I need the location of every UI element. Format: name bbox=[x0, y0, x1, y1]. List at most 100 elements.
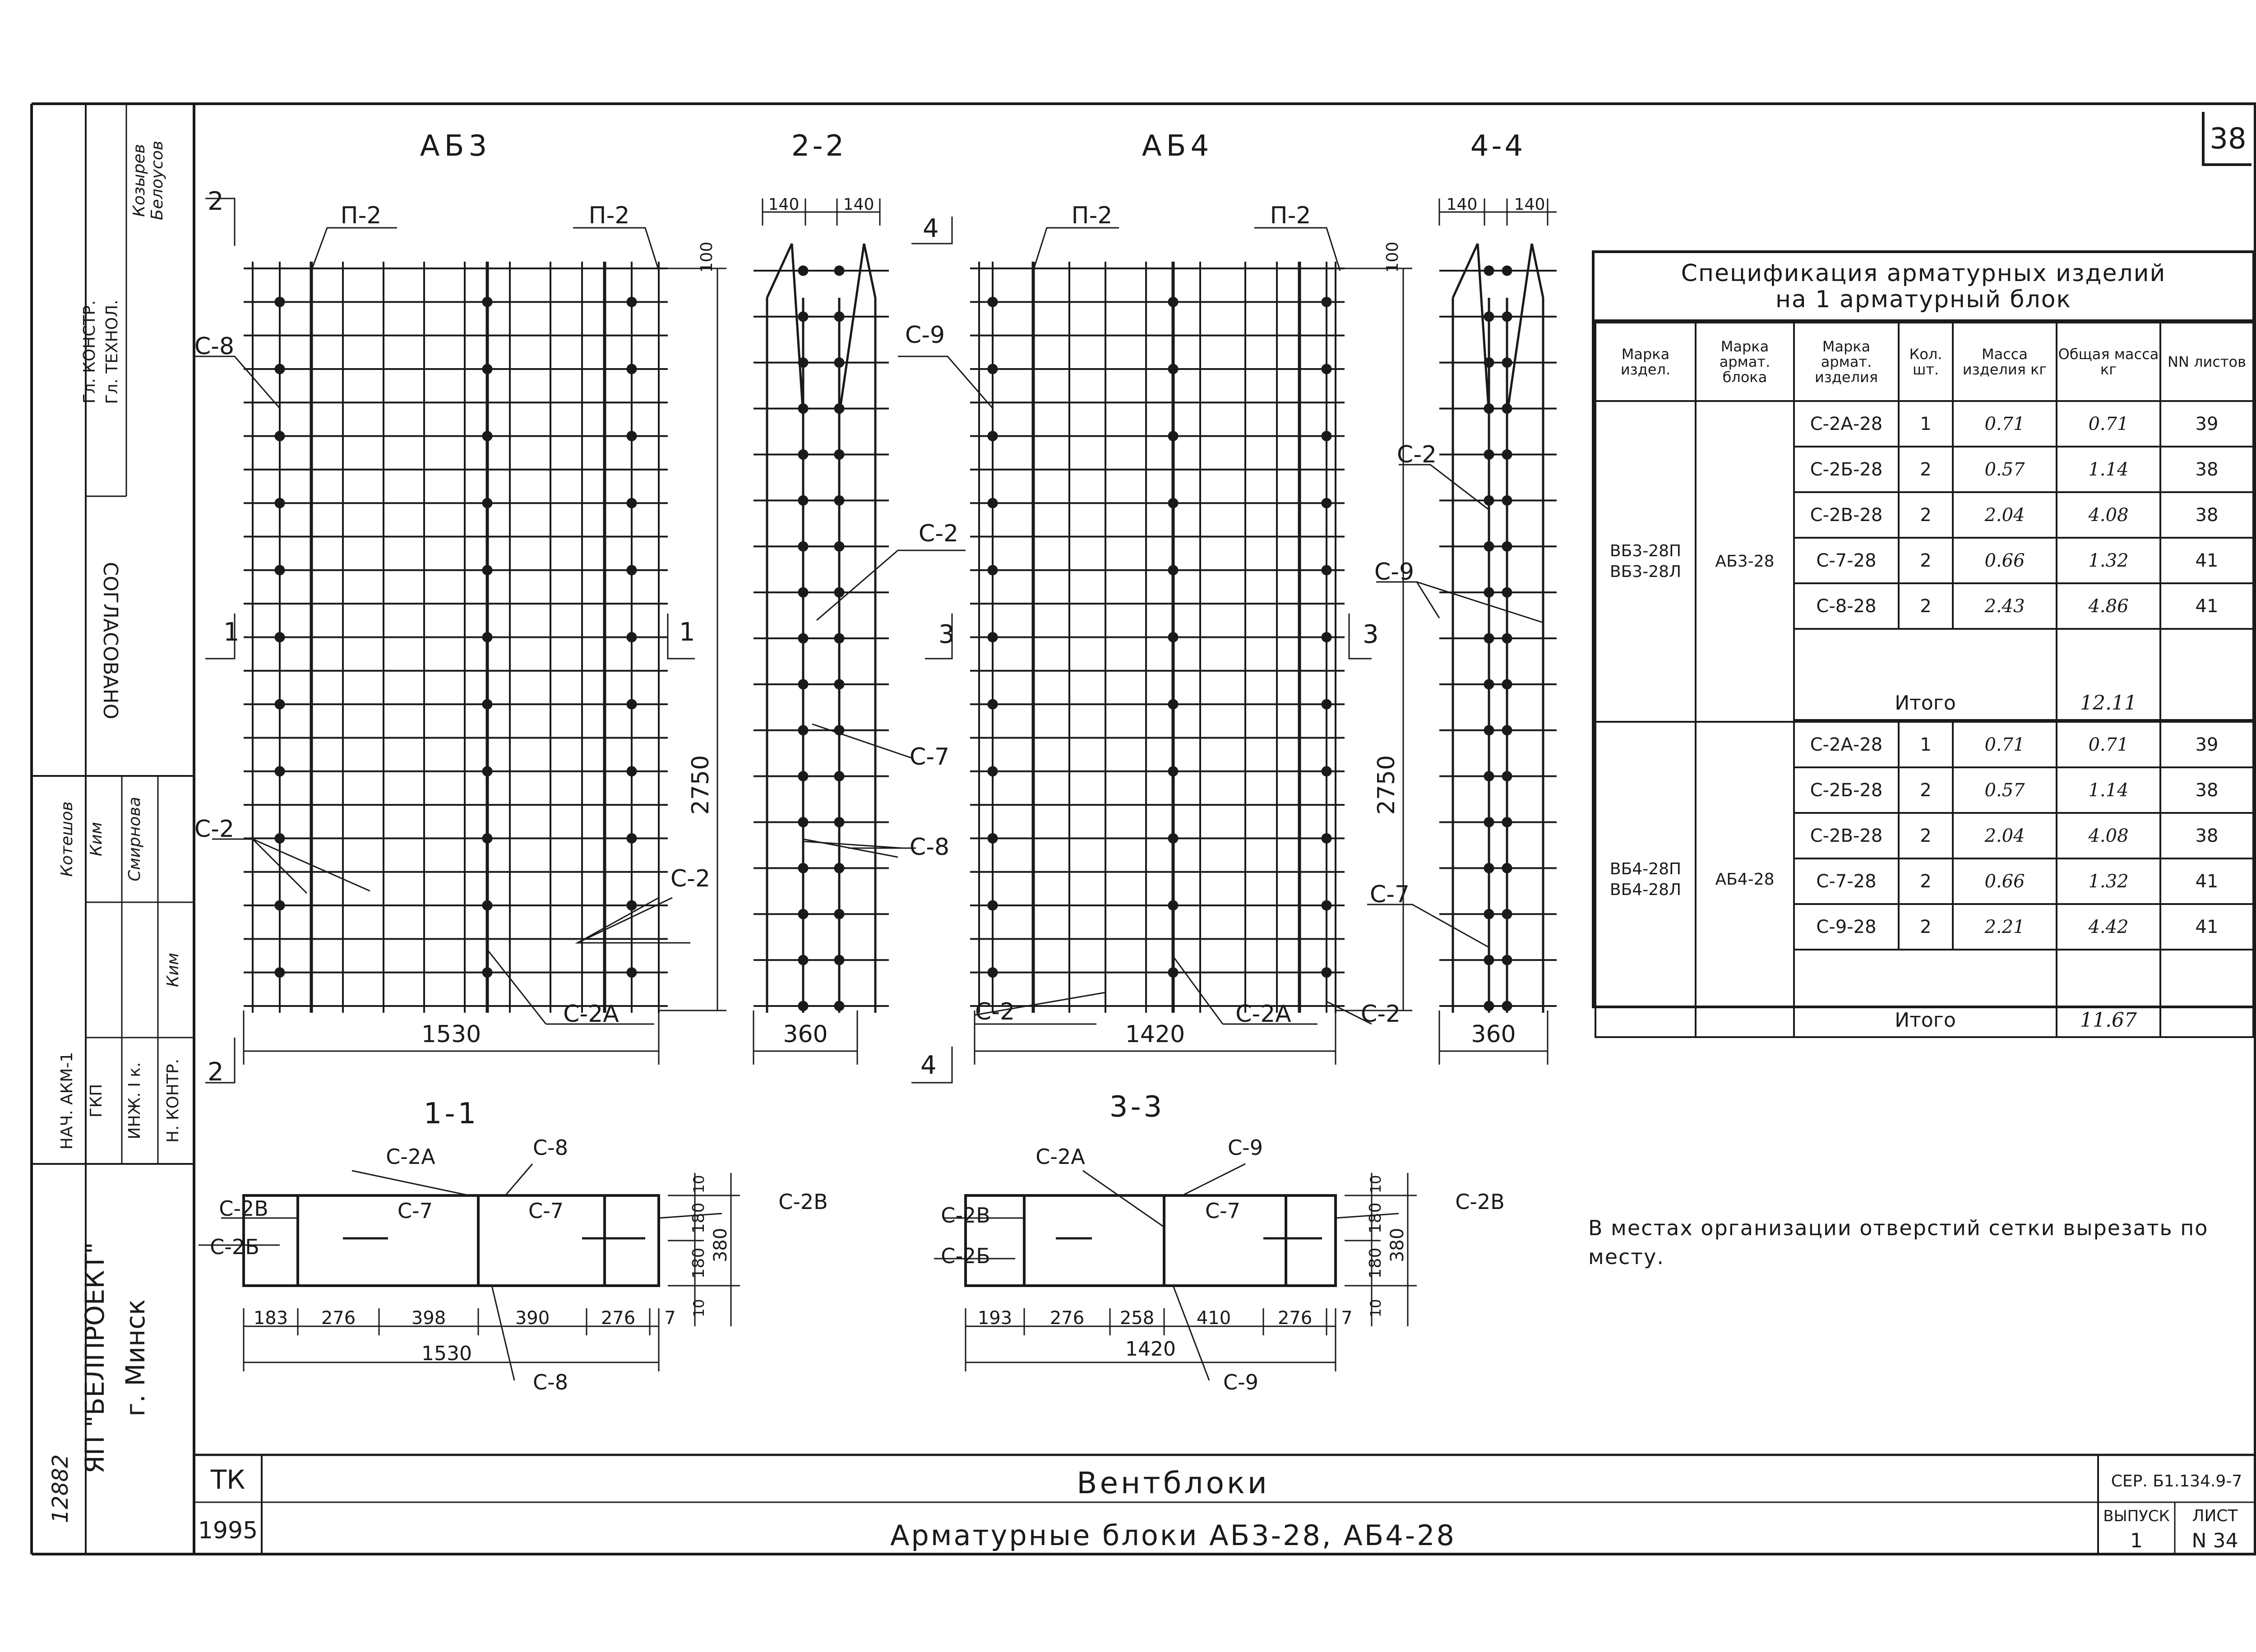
section-1-1 bbox=[199, 1163, 740, 1381]
rebar-node bbox=[626, 364, 637, 374]
spec-cell-mass: 0.57 bbox=[1952, 446, 2057, 493]
rebar-node bbox=[274, 967, 285, 978]
rebar-node bbox=[274, 699, 285, 710]
sec11-v-total: 380 bbox=[710, 1228, 731, 1262]
rebar-node bbox=[798, 495, 809, 506]
rebar-node bbox=[987, 296, 998, 307]
spec-group-1-block: АБ3-28 bbox=[1695, 400, 1795, 723]
rebar-node bbox=[482, 296, 493, 307]
approval-name-6: Ким bbox=[164, 953, 182, 987]
rebar-node bbox=[626, 498, 637, 508]
rebar-node bbox=[1484, 403, 1494, 414]
sec11-title: 1-1 bbox=[424, 1097, 479, 1131]
sec33-mark-c2b: С-2Б bbox=[941, 1244, 990, 1268]
sec22-title: 2-2 bbox=[791, 129, 847, 163]
rebar-node bbox=[1502, 311, 1512, 322]
loop-left-outer bbox=[766, 243, 793, 299]
rebar-node bbox=[626, 296, 637, 307]
rebar-node bbox=[1168, 431, 1179, 442]
spec-header-block: Марка армат. блока bbox=[1695, 322, 1795, 402]
approval-role-1: Гл. КОНСТР. bbox=[80, 300, 99, 403]
spec-cell-sheet: 38 bbox=[2159, 491, 2254, 539]
sec33-mark-c2B: С-2В bbox=[941, 1203, 990, 1227]
spec-header-mass: Масса изделия кг bbox=[1952, 322, 2057, 402]
spec-grid: Марка издел. Марка армат. блока Марка ар… bbox=[1595, 322, 2254, 1038]
sec11-mark-c2B: С-2В bbox=[219, 1196, 268, 1221]
sec11-dim-3: 398 bbox=[411, 1308, 446, 1329]
rebar-node bbox=[798, 863, 809, 873]
sec11-mark-c2A: С-2А bbox=[386, 1144, 435, 1169]
rebar-node bbox=[1484, 541, 1494, 552]
ab3-mark-c2a: С-2 bbox=[194, 816, 234, 843]
rebar-node bbox=[274, 766, 285, 777]
sec11-dim-2: 276 bbox=[321, 1308, 356, 1329]
rebar-node bbox=[482, 498, 493, 508]
sec44-mark-c7: С-7 bbox=[1370, 881, 1410, 908]
rebar-node bbox=[834, 817, 845, 827]
ab3-mark-p2b: П-2 bbox=[589, 202, 630, 229]
rebar-node bbox=[1321, 632, 1332, 642]
rebar-node bbox=[626, 833, 637, 844]
rebar-node bbox=[1502, 1001, 1512, 1011]
table-row: С-9-28 2 2.21 4.42 41 bbox=[1595, 903, 2254, 951]
ab3-dim-top: 100 bbox=[698, 242, 716, 273]
table-row: С-2В-28 2 2.04 4.08 38 bbox=[1595, 491, 2254, 539]
rebar-node bbox=[1502, 771, 1512, 782]
rebar-node bbox=[1484, 679, 1494, 690]
rebar-node bbox=[274, 900, 285, 911]
rebar-node bbox=[834, 863, 845, 873]
spec-cell-mark: С-2В-28 bbox=[1793, 491, 1900, 539]
rebar-node bbox=[626, 632, 637, 642]
ab4-section-4-bottom: 4 bbox=[920, 1051, 937, 1080]
ab4-mark-c2b: С-2 bbox=[1361, 1001, 1401, 1028]
rebar-node bbox=[1484, 633, 1494, 644]
sec11-mark-c7a: С-7 bbox=[398, 1199, 433, 1223]
spec-cell-qty: 2 bbox=[1898, 582, 1954, 630]
issue-label: ВЫПУСК bbox=[2103, 1507, 2170, 1525]
loop-right-outer bbox=[863, 243, 877, 298]
sec33-mark-c2B-right: С-2В bbox=[1455, 1190, 1505, 1214]
sec11-v-180b: 180 bbox=[689, 1248, 708, 1279]
spec-total-value: 11.67 bbox=[2056, 949, 2161, 1038]
ab4-mark-c2A: С-2А bbox=[1235, 1001, 1291, 1028]
rebar-node bbox=[987, 967, 998, 978]
rebar-node bbox=[1321, 833, 1332, 844]
spec-total-label: Итого bbox=[1793, 628, 2057, 721]
ab4-dim-top: 100 bbox=[1383, 242, 1402, 273]
rebar-node bbox=[834, 909, 845, 919]
ab3-section-1-left: 1 bbox=[223, 618, 240, 647]
sec44-dim-b: 140 bbox=[1514, 195, 1545, 214]
section-3-3 bbox=[934, 1163, 1417, 1381]
ab4-mark-p2b: П-2 bbox=[1270, 202, 1311, 229]
rebar-node bbox=[834, 311, 845, 322]
spec-cell-mass: 0.71 bbox=[1952, 721, 2057, 768]
ab4-mark-c2a: С-2 bbox=[975, 998, 1015, 1025]
sec44-mark-c2: С-2 bbox=[1397, 441, 1437, 468]
rebar-node bbox=[274, 498, 285, 508]
spec-cell-mass: 2.04 bbox=[1952, 491, 2057, 539]
rebar-node bbox=[1502, 403, 1512, 414]
spec-cell-sheet: 41 bbox=[2159, 582, 2254, 630]
rebar-node bbox=[1502, 495, 1512, 506]
sec11-dim-4: 390 bbox=[515, 1308, 550, 1329]
rebar-node bbox=[626, 766, 637, 777]
rebar-node bbox=[626, 900, 637, 911]
spec-header-mark: Марка армат. изделия bbox=[1793, 322, 1900, 402]
rebar-node bbox=[482, 967, 493, 978]
sheet-value: N 34 bbox=[2192, 1529, 2238, 1552]
rebar-node bbox=[482, 632, 493, 642]
rebar-node bbox=[987, 766, 998, 777]
sec33-mark-c9bot: С-9 bbox=[1223, 1370, 1258, 1394]
table-row: С-7-28 2 0.66 1.32 41 bbox=[1595, 858, 2254, 905]
spec-cell-mark: С-8-28 bbox=[1793, 582, 1900, 630]
rebar-node bbox=[274, 565, 285, 576]
rebar-node bbox=[1168, 565, 1179, 576]
rebar-node bbox=[1502, 357, 1512, 368]
sec22-mark-c8: С-8 bbox=[910, 834, 949, 861]
sec22-dim-w: 360 bbox=[783, 1021, 828, 1048]
ab4-mark-c9: С-9 bbox=[905, 322, 945, 349]
rebar-node bbox=[1484, 863, 1494, 873]
rebar-node bbox=[798, 1001, 809, 1011]
rebar-node bbox=[1321, 967, 1332, 978]
rebar-node bbox=[834, 955, 845, 965]
